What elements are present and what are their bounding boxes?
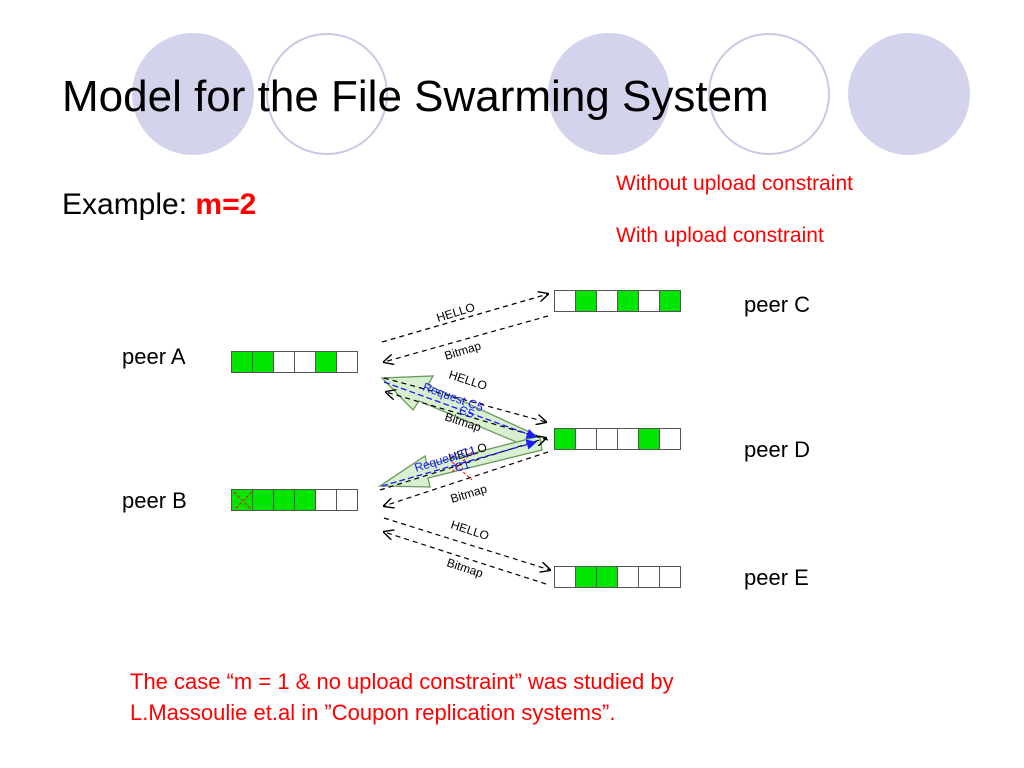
example-line: Example: m=2: [62, 188, 256, 222]
peer-b-bitmap: [231, 489, 358, 511]
decor-circle-3: [548, 33, 670, 155]
upload-arrow-c5: [380, 375, 541, 450]
hello-a-to-d: [383, 377, 546, 422]
peer-e-bitmap: [554, 566, 681, 588]
conflict-x-1: [451, 461, 473, 481]
footnote-line-2: L.Massoulie et.al in ”Coupon replication…: [130, 700, 616, 725]
chunk-cell: [659, 566, 681, 588]
decor-circle-1: [132, 33, 254, 155]
footnote: The case “m = 1 & no upload constraint” …: [130, 666, 674, 728]
example-value: m=2: [195, 188, 257, 221]
peer-e-label: peer E: [744, 565, 809, 590]
chunk-cell: [336, 489, 358, 511]
legend-without-upload-constraint: Without upload constraint: [616, 172, 853, 195]
peer-d-bitmap: [554, 428, 681, 450]
chunk-x-mark: [233, 491, 253, 511]
chunk-cell: [659, 290, 681, 312]
bitmap-d-to-b: [384, 451, 549, 506]
bitmap-e-to-b: [384, 532, 547, 585]
label-c5: C5: [457, 403, 477, 422]
label-bitmap-ca: Bitmap: [443, 338, 483, 362]
peer-a-label: peer A: [122, 344, 186, 369]
decor-circle-2: [266, 33, 388, 155]
chunk-cell: [231, 489, 253, 511]
chunk-cell: [336, 351, 358, 373]
legend-with-upload-constraint: With upload constraint: [616, 224, 824, 247]
label-c1: C1: [453, 457, 472, 475]
hello-b-to-d: [379, 438, 546, 491]
label-bitmap-db: Bitmap: [449, 481, 489, 505]
upload-arrow-c1: [377, 435, 543, 488]
peer-c-label: peer C: [744, 292, 811, 317]
peer-d-label: peer D: [744, 437, 811, 462]
footnote-line-1: The case “m = 1 & no upload constraint” …: [130, 669, 674, 694]
peer-a-bitmap: [231, 351, 358, 373]
hello-a-to-c: [381, 294, 548, 343]
bitmap-c-to-a: [384, 315, 549, 362]
peer-b-label: peer B: [122, 488, 187, 513]
peer-c-bitmap: [554, 290, 681, 312]
example-prefix: Example:: [62, 188, 196, 221]
decor-circle-5: [848, 33, 970, 155]
label-bitmap-eb: Bitmap: [445, 556, 485, 581]
chunk-cell: [659, 428, 681, 450]
hello-b-to-e: [383, 517, 550, 570]
decor-circle-4: [708, 33, 830, 155]
slide-title: Model for the File Swarming System: [62, 72, 769, 121]
label-hello-be: HELLO: [449, 518, 491, 543]
